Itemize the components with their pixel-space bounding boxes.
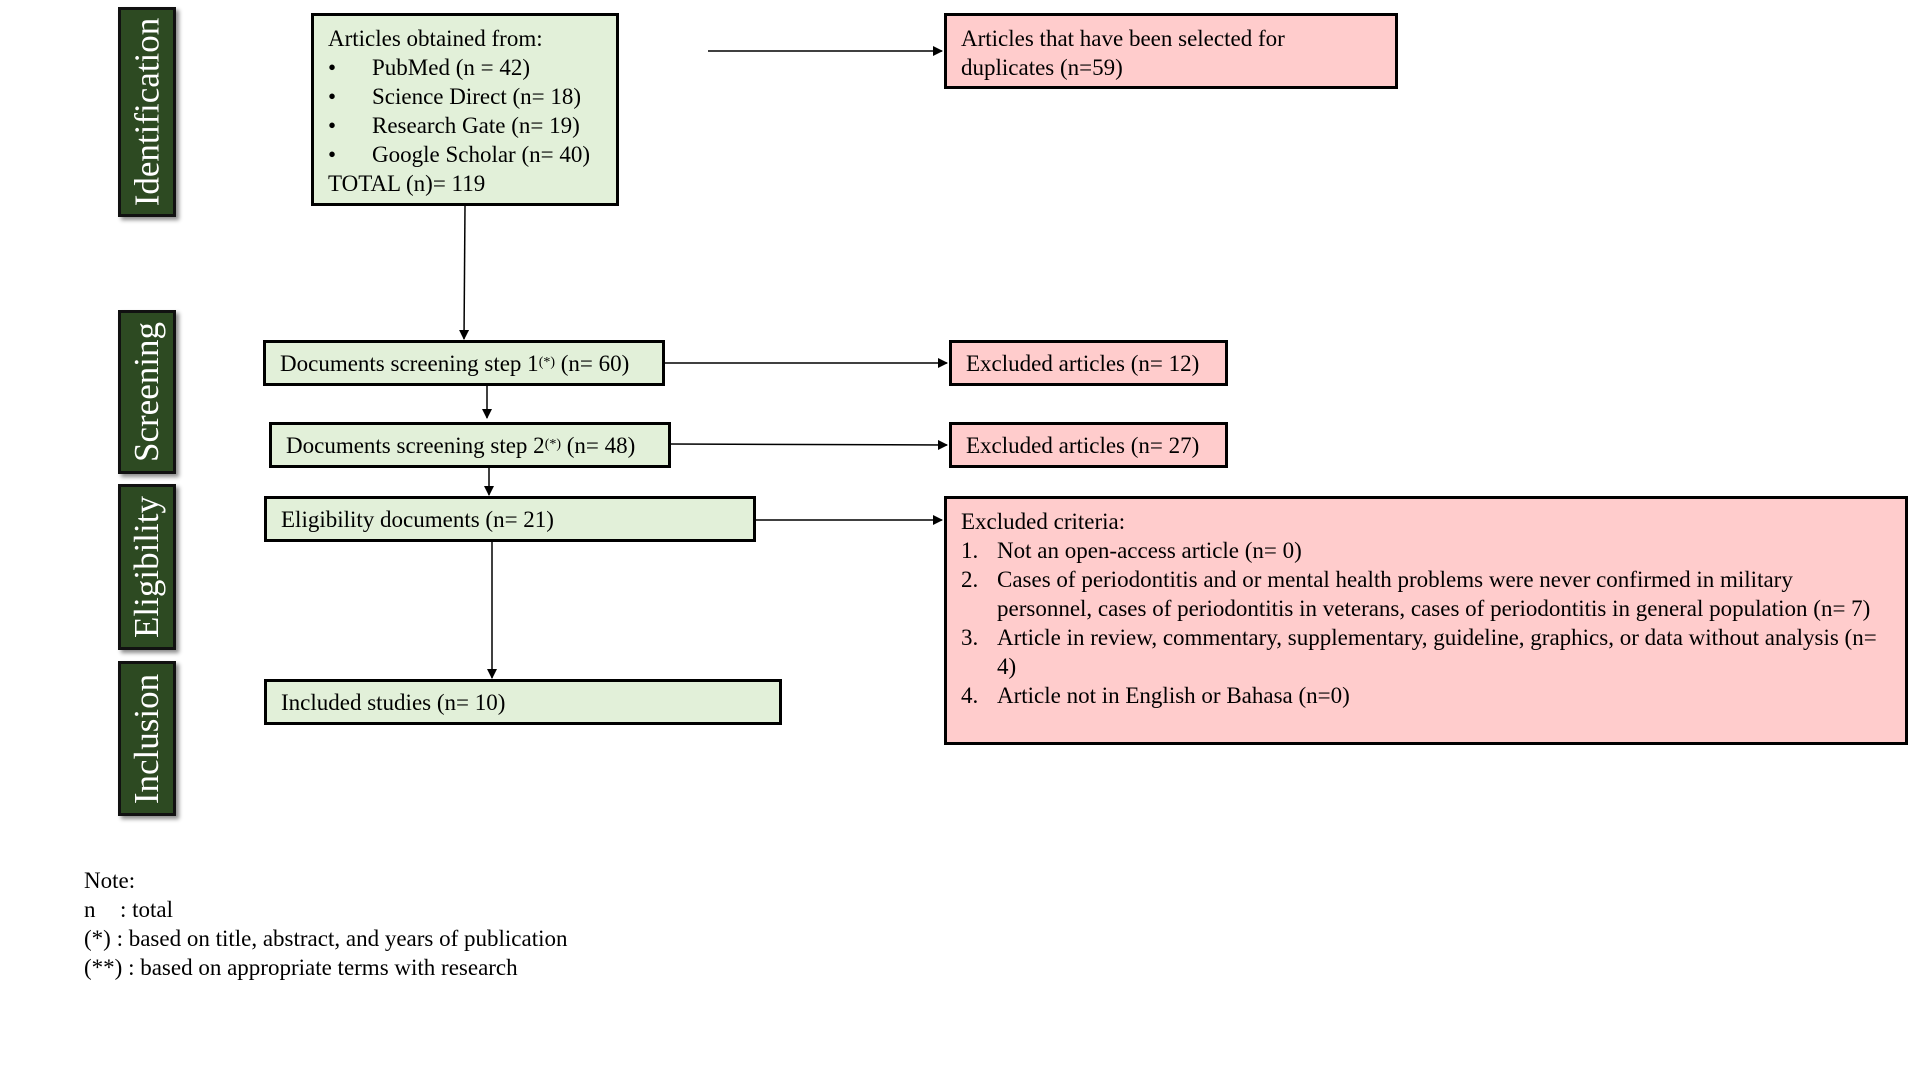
criteria-item: 1. Not an open-access article (n= 0) [961, 536, 1891, 565]
criteria-item: 4. Article not in English or Bahasa (n=0) [961, 681, 1891, 710]
screening-step2-count: (n= 48) [561, 432, 636, 458]
eligibility-box: Eligibility documents (n= 21) [264, 496, 756, 542]
note-n-key: n [84, 897, 96, 922]
note-n: n : total [84, 895, 567, 924]
criteria-text: Article in review, commentary, supplemen… [997, 625, 1877, 679]
source-pubmed: PubMed (n = 42) [372, 55, 530, 80]
source-item: • Science Direct (n= 18) [328, 82, 602, 111]
source-science-direct: Science Direct (n= 18) [372, 84, 582, 109]
sources-total: TOTAL (n)= 119 [328, 171, 486, 196]
criteria-text: Cases of periodontitis and or mental hea… [997, 567, 1871, 621]
note-block: Note: n : total (*) : based on title, abs… [84, 866, 567, 982]
criteria-item: 2. Cases of periodontitis and or mental h… [961, 565, 1891, 623]
note-double-star: (**) : based on appropriate terms with r… [84, 955, 518, 980]
bullet-glyph: • [328, 84, 337, 109]
sources-heading: Articles obtained from: [328, 26, 543, 51]
included-label: Included studies (n= 10) [281, 689, 506, 715]
bullet-glyph: • [328, 142, 337, 167]
excluded-2-label: Excluded articles (n= 27) [966, 432, 1200, 458]
criteria-text: Article not in English or Bahasa (n=0) [997, 683, 1350, 708]
excluded-criteria-box: Excluded criteria: 1. Not an open-access … [944, 496, 1908, 745]
screening-step1-count: (n= 60) [555, 350, 630, 376]
bullet-glyph: • [328, 113, 337, 138]
phase-eligibility: Eligibility [118, 484, 176, 650]
criteria-number: 4. [961, 683, 979, 708]
source-item: • Google Scholar (n= 40) [328, 140, 602, 169]
included-box: Included studies (n= 10) [264, 679, 782, 725]
duplicates-line2: duplicates (n=59) [961, 55, 1123, 80]
criteria-text: Not an open-access article (n= 0) [997, 538, 1302, 563]
phase-identification: Identification [118, 7, 176, 217]
excluded-1-box: Excluded articles (n= 12) [949, 340, 1228, 386]
phase-screening: Screening [118, 310, 176, 474]
arrow-sources-to-step1 [459, 205, 470, 340]
note-title: Note: [84, 868, 136, 893]
criteria-item: 3. Article in review, commentary, supplem… [961, 623, 1891, 681]
sources-box: Articles obtained from: • PubMed (n = 42)… [311, 13, 619, 206]
excluded-2-box: Excluded articles (n= 27) [949, 422, 1228, 468]
note-n-desc: : total [120, 897, 174, 922]
screening-step2-prefix: Documents screening step 2 [286, 432, 545, 458]
criteria-heading: Excluded criteria: [961, 509, 1126, 534]
eligibility-label: Eligibility documents (n= 21) [281, 506, 554, 532]
duplicates-box: Articles that have been selected for dup… [944, 13, 1398, 89]
note-star: (*) : based on title, abstract, and year… [84, 926, 568, 951]
excluded-1-label: Excluded articles (n= 12) [966, 350, 1200, 376]
screening-step1-box: Documents screening step 1(*) (n= 60) [263, 340, 665, 386]
bullet-glyph: • [328, 55, 337, 80]
duplicates-line1: Articles that have been selected for [961, 26, 1285, 51]
screening-step2-box: Documents screening step 2(*) (n= 48) [269, 422, 671, 468]
source-google-scholar: Google Scholar (n= 40) [372, 142, 591, 167]
source-item: • PubMed (n = 42) [328, 53, 602, 82]
source-item: • Research Gate (n= 19) [328, 111, 602, 140]
criteria-number: 3. [961, 625, 979, 650]
criteria-number: 2. [961, 567, 979, 592]
arrow-step2-to-excluded2 [669, 439, 948, 450]
phase-inclusion: Inclusion [118, 661, 176, 816]
source-research-gate: Research Gate (n= 19) [372, 113, 580, 138]
screening-step1-prefix: Documents screening step 1 [280, 350, 539, 376]
criteria-number: 1. [961, 538, 979, 563]
